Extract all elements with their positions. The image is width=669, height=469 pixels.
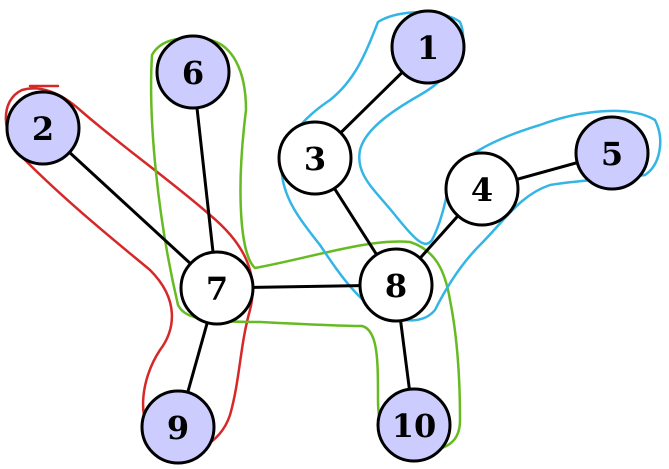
node-circle-6 [155, 34, 231, 110]
edge-2-7 [41, 126, 219, 290]
node-1: 1 [390, 9, 466, 85]
node-3: 3 [277, 120, 353, 196]
node-label-5: 5 [601, 135, 623, 173]
node-6: 6 [155, 34, 231, 110]
node-circle-7 [179, 250, 255, 326]
group-outlines [4, 11, 662, 454]
node-label-10: 10 [392, 407, 437, 445]
node-circle-10 [376, 387, 452, 463]
node-label-9: 9 [167, 409, 189, 447]
node-9: 9 [140, 389, 216, 465]
node-5: 5 [574, 115, 650, 191]
group-outline-blue [280, 11, 662, 322]
node-circle-8 [358, 247, 434, 323]
node-7: 7 [179, 250, 255, 326]
node-8: 8 [358, 247, 434, 323]
node-label-6: 6 [182, 54, 204, 92]
node-4: 4 [444, 151, 520, 227]
node-10: 10 [376, 387, 452, 463]
node-label-3: 3 [304, 140, 326, 178]
node-circle-3 [277, 120, 353, 196]
node-label-4: 4 [471, 171, 493, 209]
node-circle-2 [5, 90, 81, 166]
node-circle-9 [140, 389, 216, 465]
node-circle-4 [444, 151, 520, 227]
node-label-2: 2 [32, 110, 54, 148]
node-label-8: 8 [385, 267, 407, 305]
node-label-1: 1 [417, 29, 439, 67]
node-label-7: 7 [206, 270, 228, 308]
node-circle-1 [390, 9, 466, 85]
nodes: 1 2 3 4 5 6 7 8 9 10 [5, 9, 650, 465]
node-2: 2 [5, 90, 81, 166]
edges [41, 45, 613, 428]
node-circle-5 [574, 115, 650, 191]
